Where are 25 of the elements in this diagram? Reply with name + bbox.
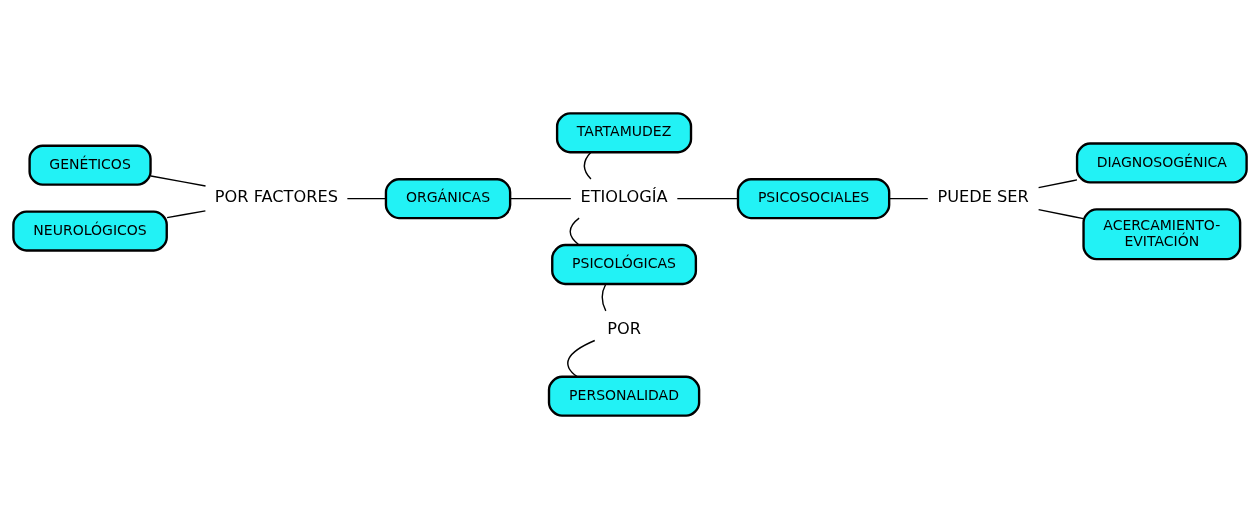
node-text: POR (607, 319, 641, 339)
connector (150, 175, 207, 187)
connector (567, 339, 596, 378)
connector (1037, 208, 1085, 220)
node-box: ORGÁNICAS (384, 178, 512, 220)
connector (509, 197, 572, 200)
node-box: ACERCAMIENTO- EVITACIÓN (1082, 208, 1242, 261)
connector (1037, 179, 1078, 189)
node-box: DIAGNOSOGÉNICA (1075, 142, 1248, 184)
connector (676, 197, 739, 200)
connector (583, 151, 592, 180)
node-box: PSICOLÓGICAS (551, 243, 698, 286)
connector (346, 197, 387, 200)
node-box: TARTAMUDEZ (555, 112, 693, 154)
node-box: GENÉTICOS (28, 144, 152, 186)
node-box: PERSONALIDAD (547, 375, 701, 417)
connector (888, 197, 929, 200)
node-text: PUEDE SER (937, 187, 1029, 207)
connector (166, 210, 207, 219)
node-box: NEUROLÓGICOS (12, 210, 168, 252)
node-text: POR FACTORES (214, 187, 338, 207)
connector (569, 217, 580, 246)
connector (601, 283, 607, 312)
node-box: PSICOSOCIALES (736, 178, 891, 220)
node-text: ETIOLOGÍA (580, 187, 668, 207)
